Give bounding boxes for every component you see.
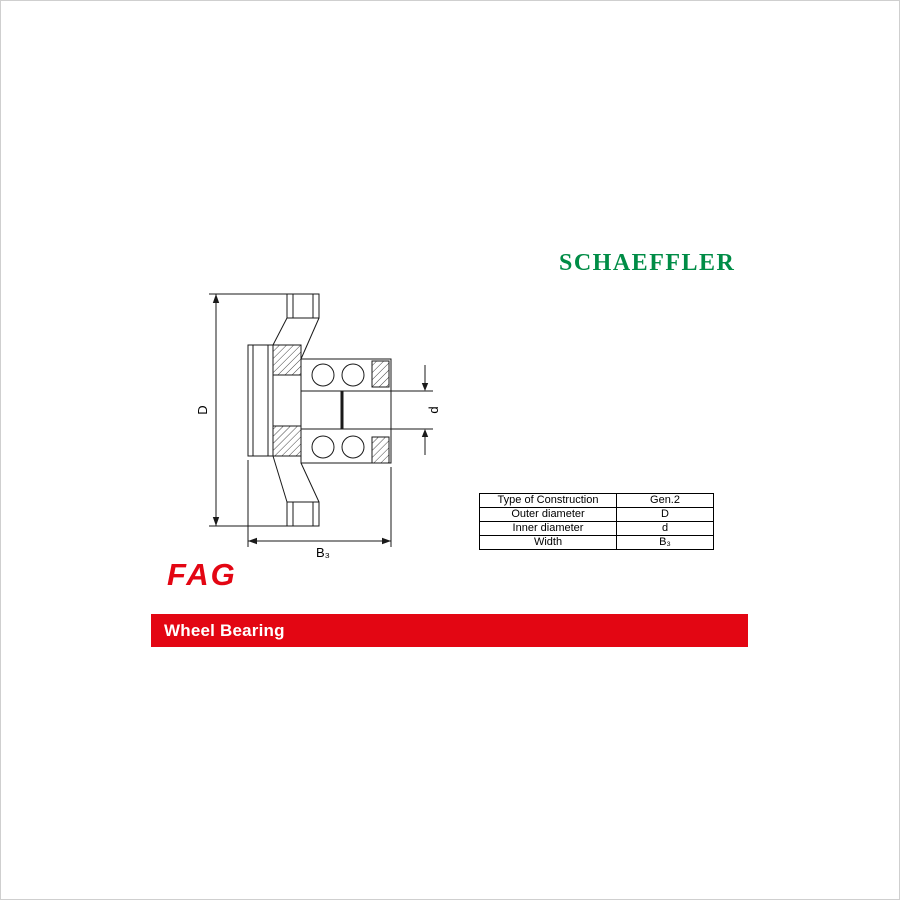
dimension-inner-diameter	[391, 365, 433, 455]
spec-label: Outer diameter	[479, 507, 617, 522]
table-row: Outer diameter D	[479, 507, 714, 522]
spec-label: Type of Construction	[479, 493, 617, 508]
dim-label-inner-diameter: d	[426, 406, 441, 413]
table-row: Inner diameter d	[479, 521, 714, 536]
hub-cross-section	[247, 293, 392, 527]
spec-value: B₃	[616, 535, 714, 550]
banner-title: Wheel Bearing	[164, 620, 285, 640]
technical-drawing: D d B₃	[195, 293, 441, 560]
schaeffler-logo: SCHAEFFLER	[559, 250, 736, 276]
spec-label: Width	[479, 535, 617, 550]
spec-label: Inner diameter	[479, 521, 617, 536]
fag-logo: FAG	[167, 557, 237, 592]
table-row: Width B₃	[479, 535, 714, 550]
spec-value: D	[616, 507, 714, 522]
dim-label-outer-diameter: D	[195, 405, 210, 414]
spec-value: d	[616, 521, 714, 536]
spec-value: Gen.2	[616, 493, 714, 508]
spec-table: Type of Construction Gen.2 Outer diamete…	[479, 493, 714, 550]
table-row: Type of Construction Gen.2	[479, 493, 714, 508]
dimension-width	[247, 460, 392, 547]
dim-label-width: B₃	[316, 545, 330, 560]
product-banner: Wheel Bearing	[151, 614, 748, 647]
